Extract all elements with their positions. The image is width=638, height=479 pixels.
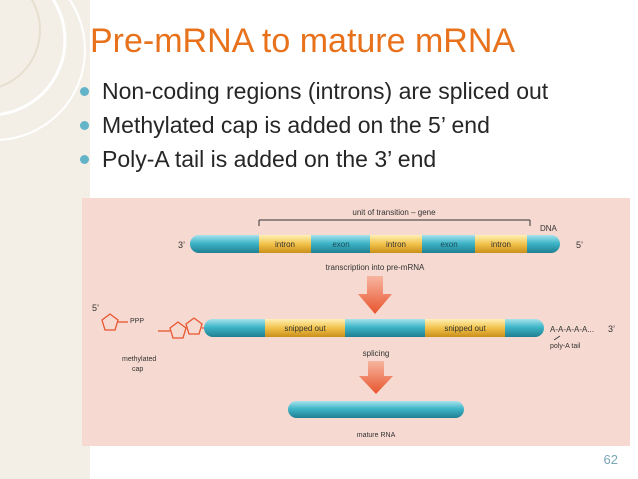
intron-segment [370, 235, 422, 253]
dna-label: DNA [540, 224, 558, 233]
polya-text: A-A-A-A-A... [550, 325, 594, 334]
intron-segment [259, 235, 311, 253]
end-5-label: 5’ [92, 303, 99, 313]
segment-label: intron [275, 240, 295, 249]
segment-label: exon [440, 240, 457, 249]
splicing-label: splicing [363, 349, 390, 358]
intron-segment [475, 235, 527, 253]
intron-segment [425, 319, 505, 337]
polya-label: poly-A tail [550, 343, 581, 350]
decorative-corner [0, 0, 90, 479]
unit-label: unit of transition – gene [352, 208, 436, 217]
bullet-list: Non-coding regions (introns) are spliced… [74, 76, 624, 178]
splicing-diagram: unit of transition – gene DNA 3’ intron … [82, 198, 630, 446]
bullet-text: Non-coding regions (introns) are spliced… [102, 78, 549, 104]
snipped-label: snipped out [444, 324, 486, 333]
transcription-label: transcription into pre-mRNA [326, 263, 425, 272]
bullet-item: Poly-A tail is added on the 3’ end [74, 144, 624, 174]
methylated-cap-icon [101, 313, 208, 339]
bullet-item: Methylated cap is added on the 5’ end [74, 110, 624, 140]
snipped-label: snipped out [284, 324, 326, 333]
segment-label: intron [491, 240, 511, 249]
cap-label: methylated [122, 356, 156, 363]
bullet-icon [80, 121, 89, 130]
bullet-item: Non-coding regions (introns) are spliced… [74, 76, 624, 106]
end-3-label: 3’ [608, 324, 615, 334]
slide-title: Pre-mRNA to mature mRNA [90, 22, 516, 60]
ppp-label: PPP [130, 318, 144, 325]
end-5-label: 5’ [576, 240, 583, 250]
segment-label: intron [386, 240, 406, 249]
segment-label: exon [332, 240, 349, 249]
bullet-text: Poly-A tail is added on the 3’ end [102, 146, 437, 172]
bullet-icon [80, 87, 89, 96]
intron-segment [265, 319, 345, 337]
splicing-arrow-icon [359, 361, 393, 394]
cap-label: cap [132, 366, 143, 373]
slide-number: 62 [603, 452, 618, 467]
end-3-label: 3’ [178, 240, 185, 250]
transcription-arrow-icon [358, 276, 392, 314]
mature-rna-strand [288, 401, 464, 418]
bullet-icon [80, 155, 89, 164]
mature-label: mature RNA [357, 432, 396, 439]
decorative-swirl-icon [0, 0, 86, 141]
bullet-text: Methylated cap is added on the 5’ end [102, 112, 490, 138]
